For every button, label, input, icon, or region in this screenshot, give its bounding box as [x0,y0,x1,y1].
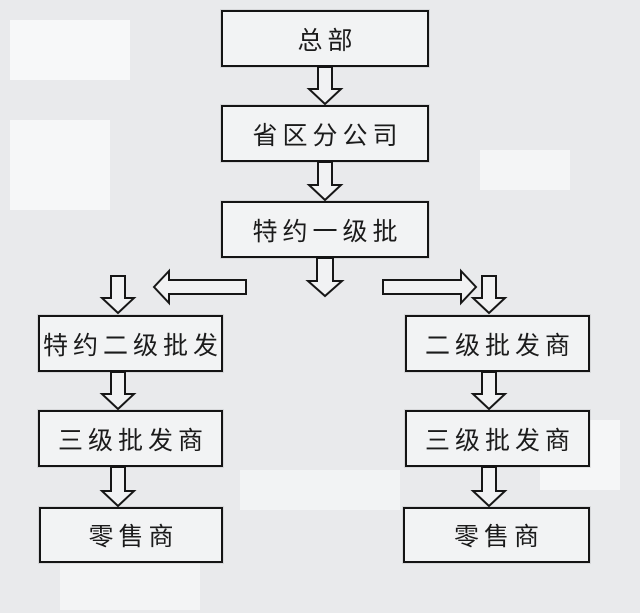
right-arrow-icon [382,268,478,306]
down-arrow-icon [99,371,137,411]
node-label: 特约二级批发 [42,332,223,360]
node-label: 三级批发商 [424,427,575,455]
down-arrow-icon [305,257,345,298]
node-label: 零售商 [453,524,544,551]
node-provincial-branch: 省区分公司 [221,105,429,162]
node-tier2-wholesaler: 二级批发商 [405,315,590,372]
node-headquarters: 总部 [221,10,429,67]
node-label: 省区分公司 [252,122,403,150]
down-arrow-icon [470,275,508,315]
node-right-tier3-wholesaler: 三级批发商 [405,410,590,467]
down-arrow-icon [99,466,137,508]
node-label: 零售商 [88,524,179,551]
node-label: 特约一级批 [252,218,403,246]
node-special-tier1-wholesale: 特约一级批 [221,201,429,258]
node-left-retailer: 零售商 [39,507,223,563]
node-special-tier2-wholesale: 特约二级批发 [38,315,223,372]
down-arrow-icon [470,371,508,411]
node-label: 三级批发商 [57,427,208,455]
node-right-retailer: 零售商 [403,507,590,563]
node-label: 总部 [297,27,358,55]
down-arrow-icon [470,466,508,508]
down-arrow-icon [306,66,344,106]
down-arrow-icon [99,275,137,315]
down-arrow-icon [306,161,344,202]
node-left-tier3-wholesaler: 三级批发商 [38,410,223,467]
node-label: 二级批发商 [424,332,575,360]
left-arrow-icon [152,268,247,306]
